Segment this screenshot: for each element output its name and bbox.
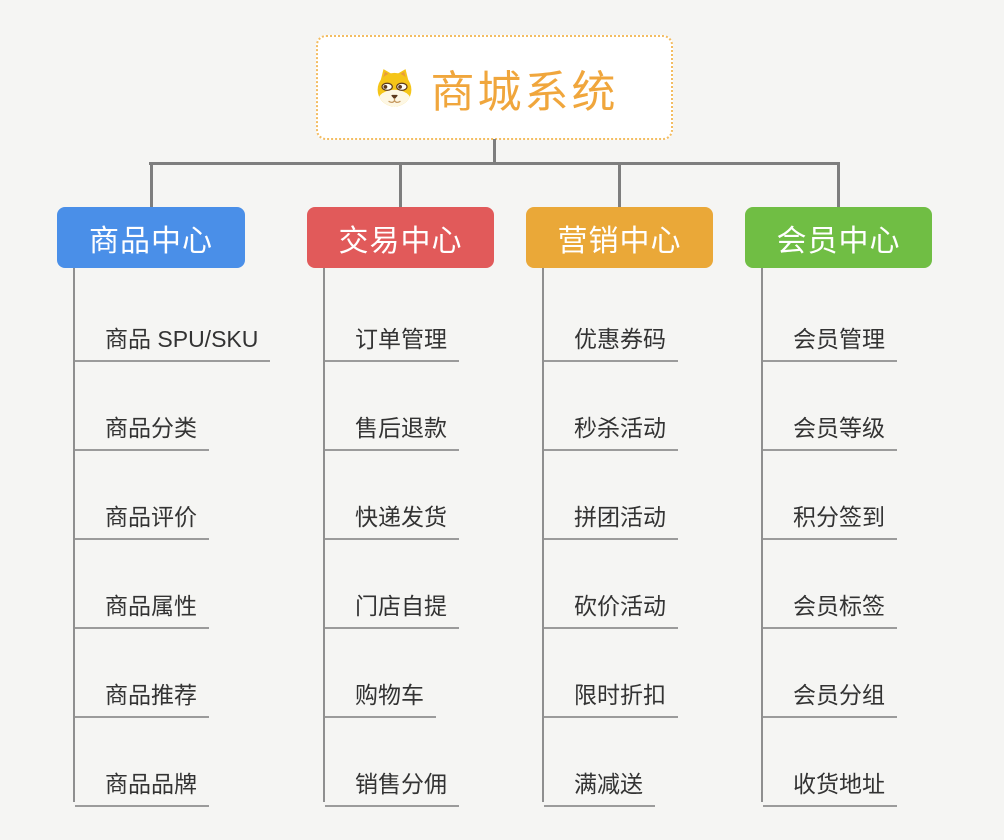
leaf-topic-label: 会员分组 <box>793 682 885 708</box>
leaf-topic[interactable]: 商品评价 <box>75 490 209 540</box>
leaf-topic-label: 商品 SPU/SKU <box>105 326 259 352</box>
leaf-topic[interactable]: 商品推荐 <box>75 668 209 718</box>
leaf-topic[interactable]: 满减送 <box>544 757 655 807</box>
branch-topic-label: 营销中心 <box>557 224 682 258</box>
leaf-topic-label: 售后退款 <box>355 415 447 441</box>
leaf-topic[interactable]: 售后退款 <box>325 401 459 451</box>
leaf-topic-label: 会员管理 <box>793 326 885 352</box>
leaf-topic[interactable]: 快递发货 <box>325 490 459 540</box>
leaf-topic[interactable]: 会员分组 <box>763 668 897 718</box>
leaf-topic-label: 会员等级 <box>793 415 885 441</box>
branch-topic-label: 商品中心 <box>89 224 213 258</box>
leaf-topic[interactable]: 拼团活动 <box>544 490 678 540</box>
leaf-topic-label: 满减送 <box>574 771 643 797</box>
leaf-topic-label: 商品推荐 <box>105 682 197 708</box>
leaf-topic-label: 砍价活动 <box>574 593 666 619</box>
leaf-topic-label: 商品品牌 <box>105 771 197 797</box>
leaf-topic-label: 订单管理 <box>355 326 447 352</box>
leaf-topic[interactable]: 秒杀活动 <box>544 401 678 451</box>
leaf-topic-label: 购物车 <box>355 682 424 708</box>
leaf-topic-label: 销售分佣 <box>355 771 447 797</box>
dog-icon <box>371 64 418 111</box>
leaf-topic[interactable]: 门店自提 <box>325 579 459 629</box>
leaf-topic[interactable]: 砍价活动 <box>544 579 678 629</box>
leaf-topic[interactable]: 会员标签 <box>763 579 897 629</box>
branch-topic[interactable]: 商品中心 <box>57 207 245 268</box>
leaf-topic-label: 商品属性 <box>105 593 197 619</box>
leaf-topic[interactable]: 限时折扣 <box>544 668 678 718</box>
leaf-topic-label: 优惠券码 <box>574 326 666 352</box>
connector-branch-stub <box>150 162 153 207</box>
leaf-topic[interactable]: 会员管理 <box>763 312 897 362</box>
leaf-topic[interactable]: 优惠券码 <box>544 312 678 362</box>
connector-branch-stub <box>618 162 621 207</box>
branch-topic-label: 交易中心 <box>338 224 463 258</box>
root-topic-label: 商城系统 <box>430 67 619 117</box>
connector-root-stub <box>493 139 496 163</box>
leaf-topic-label: 收货地址 <box>793 771 885 797</box>
leaf-topic[interactable]: 商品属性 <box>75 579 209 629</box>
leaf-topic-label: 拼团活动 <box>574 504 666 530</box>
branch-children-column: 会员管理会员等级积分签到会员标签会员分组收货地址 <box>761 268 897 807</box>
leaf-topic[interactable]: 收货地址 <box>763 757 897 807</box>
branch-topic-label: 会员中心 <box>776 224 901 258</box>
leaf-topic[interactable]: 销售分佣 <box>325 757 459 807</box>
leaf-topic-label: 积分签到 <box>793 504 885 530</box>
leaf-topic-label: 秒杀活动 <box>574 415 666 441</box>
leaf-topic[interactable]: 积分签到 <box>763 490 897 540</box>
leaf-topic-label: 门店自提 <box>355 593 447 619</box>
branch-children-column: 商品 SPU/SKU 商品分类商品评价商品属性商品推荐商品品牌 <box>73 268 271 807</box>
leaf-topic[interactable]: 商品 SPU/SKU <box>75 312 271 362</box>
branch-topic[interactable]: 会员中心 <box>745 207 932 268</box>
leaf-topic[interactable]: 商品分类 <box>75 401 209 451</box>
leaf-topic[interactable]: 购物车 <box>325 668 436 718</box>
connector-branch-stub <box>837 162 840 207</box>
leaf-topic-label: 商品分类 <box>105 415 197 441</box>
leaf-topic[interactable]: 商品品牌 <box>75 757 209 807</box>
branch-children-column: 优惠券码秒杀活动拼团活动砍价活动限时折扣满减送 <box>542 268 678 807</box>
leaf-topic[interactable]: 会员等级 <box>763 401 897 451</box>
leaf-topic-label: 商品评价 <box>105 504 197 530</box>
leaf-topic-label: 快递发货 <box>355 504 447 530</box>
connector-horizontal <box>149 162 840 165</box>
connector-branch-stub <box>399 162 402 207</box>
leaf-topic-label: 限时折扣 <box>574 682 666 708</box>
leaf-topic[interactable]: 订单管理 <box>325 312 459 362</box>
branch-topic[interactable]: 交易中心 <box>307 207 494 268</box>
branch-children-column: 订单管理售后退款快递发货门店自提购物车销售分佣 <box>323 268 459 807</box>
root-topic[interactable]: 商城系统 <box>316 35 673 140</box>
leaf-topic-label: 会员标签 <box>793 593 885 619</box>
branch-topic[interactable]: 营销中心 <box>526 207 713 268</box>
